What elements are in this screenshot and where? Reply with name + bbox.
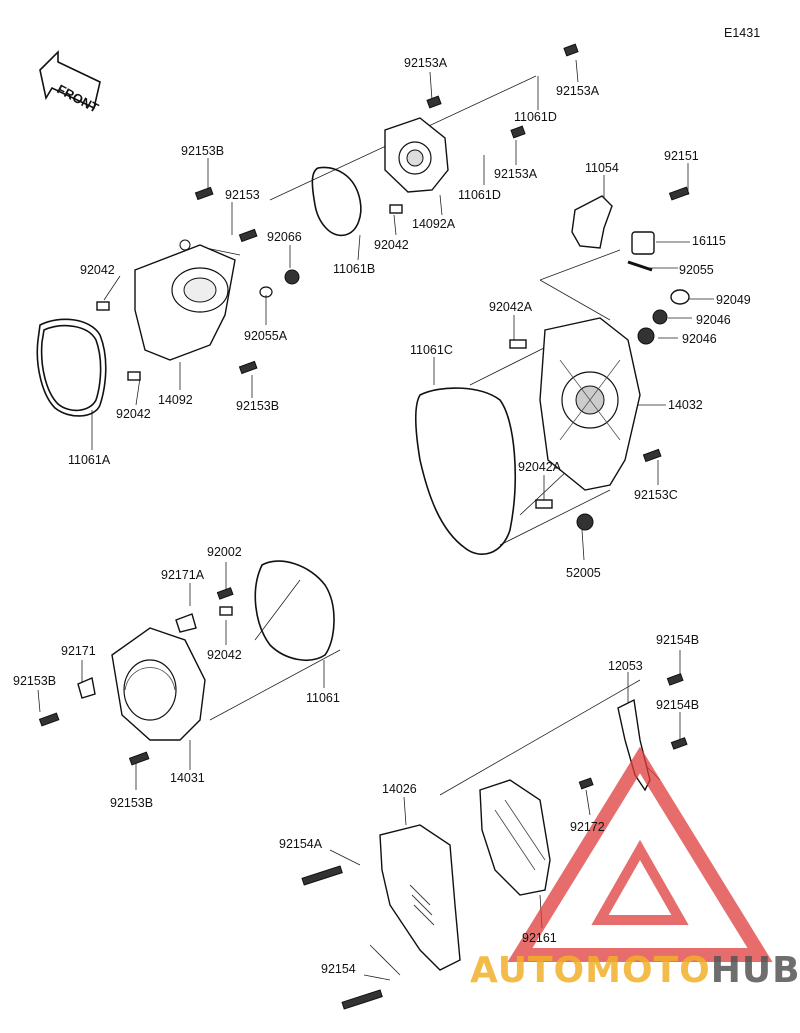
part-label[interactable]: 11061C	[410, 343, 453, 357]
part-label[interactable]: 92002	[207, 545, 242, 559]
part-label[interactable]: 14026	[382, 782, 417, 796]
part-label[interactable]: 52005	[566, 566, 601, 580]
cover-14092	[134, 239, 236, 361]
automotohub-watermark: AUTOMOTOHUB	[470, 950, 800, 991]
part-label[interactable]: 92171	[61, 644, 96, 658]
bracket-11054	[571, 195, 613, 249]
part-label[interactable]: 92153A	[404, 56, 448, 70]
watermark-auto: AUTO	[470, 950, 586, 991]
part-label[interactable]: 92042	[374, 238, 409, 252]
cap-52005	[576, 513, 594, 531]
part-label[interactable]: 92171A	[161, 568, 205, 582]
plug-92066	[284, 269, 300, 285]
part-label[interactable]: 92153B	[181, 144, 225, 158]
part-label[interactable]: 92046	[696, 313, 731, 327]
cover-14026	[379, 824, 461, 971]
part-label[interactable]: 12053	[608, 659, 643, 673]
part-label[interactable]: 14092A	[412, 217, 456, 231]
gasket-11061c	[415, 387, 516, 556]
watermark-hub: HUB	[710, 950, 800, 991]
leader-lines	[37, 59, 714, 981]
part-label[interactable]: 92042A	[518, 460, 562, 474]
part-label[interactable]: 92055A	[244, 329, 288, 343]
part-label[interactable]: 92049	[716, 293, 751, 307]
part-label[interactable]: 92055	[679, 263, 714, 277]
part-label[interactable]: 92153B	[236, 399, 280, 413]
plug-16115	[631, 231, 655, 255]
automotohub-logo	[507, 746, 773, 962]
part-label[interactable]: 92153B	[13, 674, 57, 688]
part-label[interactable]: 11061D	[458, 188, 501, 202]
part-label[interactable]: 14092	[158, 393, 193, 407]
front-arrow-icon: FRONT	[39, 50, 101, 116]
gasket-11061	[254, 560, 335, 661]
part-label[interactable]: 92154B	[656, 633, 700, 647]
part-label[interactable]: 92046	[682, 332, 717, 346]
o-ring-92055a	[259, 286, 273, 298]
cover-14092a	[384, 117, 449, 193]
part-label[interactable]: 92151	[664, 149, 699, 163]
part-label[interactable]: 92042A	[489, 300, 533, 314]
part-label[interactable]: 11061D	[514, 110, 557, 124]
bolts	[38, 43, 690, 1010]
oil-seal-92046-b	[637, 327, 655, 345]
part-label[interactable]: 92042	[80, 263, 115, 277]
cover-14031	[111, 627, 206, 741]
part-label[interactable]: 92153B	[110, 796, 154, 810]
bracket-92171a	[175, 613, 197, 633]
part-label[interactable]: 11061	[306, 691, 340, 705]
part-label[interactable]: 92153A	[494, 167, 538, 181]
part-label[interactable]: 92042	[116, 407, 151, 421]
gasket-11061b	[311, 166, 362, 237]
part-label[interactable]: 92161	[522, 931, 557, 945]
gasket-11061a	[36, 318, 107, 417]
cover-14032	[539, 317, 641, 491]
part-label[interactable]: 11054	[585, 161, 619, 175]
part-label[interactable]: 16115	[692, 234, 726, 248]
cover-92161	[479, 779, 551, 896]
oil-seal-92046-a	[652, 309, 668, 325]
washer-92049	[670, 289, 690, 305]
part-label[interactable]: 11061A	[68, 453, 111, 467]
bracket-92171	[77, 677, 96, 699]
part-label[interactable]: 92153A	[556, 84, 600, 98]
watermark-moto: MOTO	[585, 950, 711, 991]
part-label[interactable]: 92153	[225, 188, 260, 202]
part-label[interactable]: 92066	[267, 230, 302, 244]
part-label[interactable]: 11061B	[333, 262, 376, 276]
diagram-code: E1431	[724, 26, 761, 40]
part-label[interactable]: 92153C	[634, 488, 678, 502]
part-label[interactable]: 92154B	[656, 698, 700, 712]
part-label[interactable]: 92042	[207, 648, 242, 662]
part-label[interactable]: 92172	[570, 820, 605, 834]
dowel-pins	[96, 204, 553, 616]
part-label[interactable]: 92154A	[279, 837, 323, 851]
part-label[interactable]: 14032	[668, 398, 703, 412]
part-label[interactable]: 14031	[170, 771, 205, 785]
part-label[interactable]: 92154	[321, 962, 356, 976]
